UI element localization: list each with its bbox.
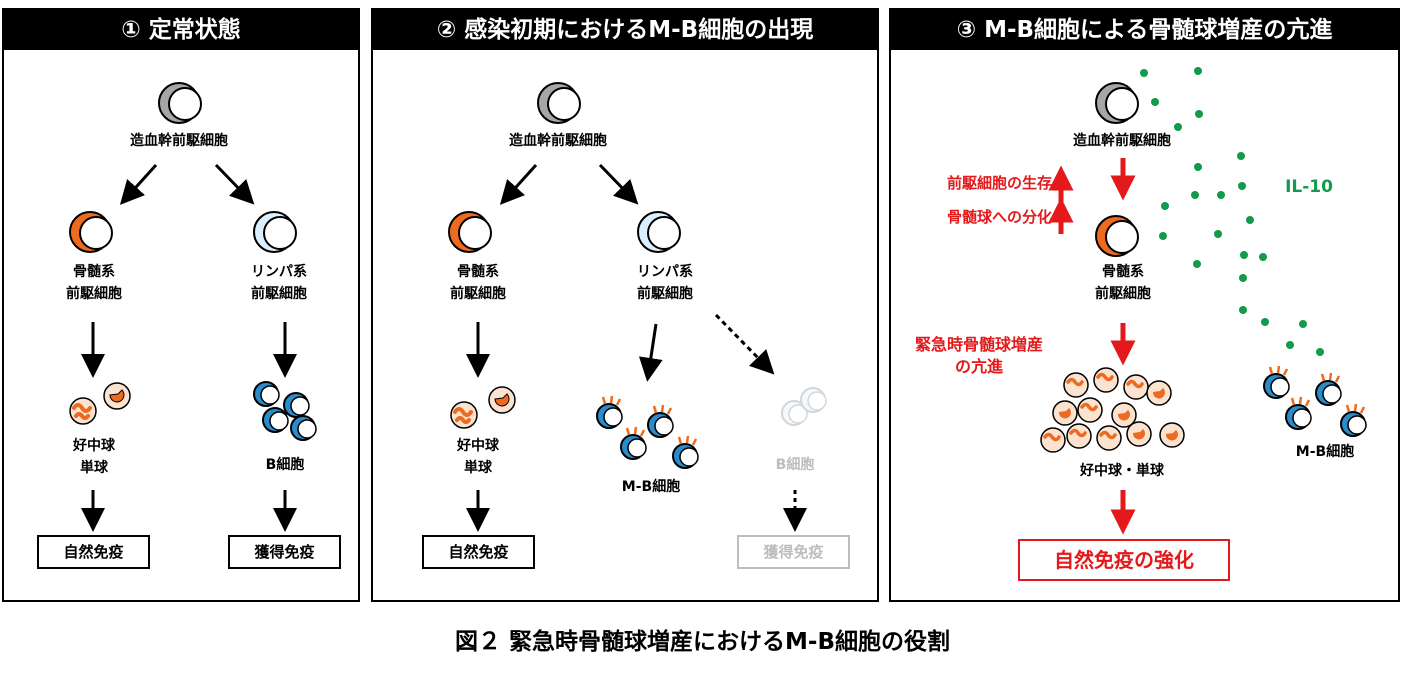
- neutrophil-icon: [69, 397, 97, 425]
- panel-early-infection: ② 感染初期におけるM-B細胞の出現: [371, 8, 879, 602]
- arrow-icon: [598, 163, 639, 205]
- acquired-immunity-box: 獲得免疫: [737, 535, 850, 569]
- hsc-label: 造血幹前駆細胞: [509, 133, 607, 149]
- hsc-label: 造血幹前駆細胞: [130, 133, 228, 149]
- mb-cell-label: M-B細胞: [621, 479, 681, 495]
- faded-bcell-icon: [781, 387, 827, 426]
- figure-caption: 図２ 緊急時骨髄球増産におけるM-B細胞の役割: [455, 629, 950, 655]
- differentiation-label: 骨髄球への分化: [946, 208, 1052, 226]
- bcell-label: B細胞: [265, 457, 305, 473]
- arrow-icon: [214, 163, 255, 205]
- mb-cell-cluster-icon: [596, 395, 699, 469]
- myeloid-progenitor-icon: [448, 211, 492, 253]
- myeloid-progenitor-icon: [1095, 215, 1139, 257]
- lymphoid-label-1: リンパ系: [637, 264, 693, 280]
- panel-title: ① 定常状態: [4, 10, 358, 50]
- early-infection-diagram: [448, 82, 827, 532]
- bcell-cluster-icon: [253, 381, 317, 441]
- panel-steady-state: ① 定常状態: [2, 8, 360, 602]
- granulocyte-label-1: 好中球: [73, 438, 115, 454]
- mb-cell-label: M-B細胞: [1295, 444, 1355, 460]
- myeloid-label-1: 骨髄系: [457, 264, 499, 280]
- emergency-label-1: 緊急時骨髄球増産: [914, 335, 1043, 354]
- myeloid-label-2: 前駆細胞: [1095, 286, 1151, 302]
- granulocyte-label-2: 単球: [80, 460, 108, 476]
- mb-enhancement-diagram: [1040, 67, 1367, 535]
- hsc-cell-icon: [1095, 82, 1139, 124]
- myeloid-label-1: 骨髄系: [73, 264, 115, 280]
- hsc-cell-icon: [158, 82, 202, 124]
- mb-cell-cluster-icon: [1263, 365, 1367, 437]
- lymphoid-label-2: 前駆細胞: [637, 286, 693, 302]
- myeloid-label-1: 骨髄系: [1102, 264, 1144, 280]
- lymphoid-label-2: 前駆細胞: [251, 286, 307, 302]
- emergency-label-2: の亢進: [954, 357, 1003, 376]
- innate-immunity-box: 自然免疫: [422, 535, 535, 569]
- lymphoid-label-1: リンパ系: [251, 264, 307, 280]
- lymphoid-progenitor-icon: [637, 211, 681, 253]
- granulocyte-label: 好中球・単球: [1080, 463, 1164, 479]
- bcell-label: B細胞: [775, 457, 815, 473]
- panel-title: ② 感染初期におけるM-B細胞の出現: [373, 10, 877, 50]
- panel-mb-enhancement: ③ M-B細胞による骨髄球増産の亢進: [889, 8, 1400, 602]
- innate-immunity-box: 自然免疫: [37, 535, 150, 569]
- il10-dots: [1140, 67, 1324, 356]
- myeloid-label-2: 前駆細胞: [450, 286, 506, 302]
- panel-title: ③ M-B細胞による骨髄球増産の亢進: [891, 10, 1398, 50]
- arrow-icon: [638, 323, 663, 382]
- enhanced-innate-immunity-box: 自然免疫の強化: [1018, 539, 1230, 581]
- hsc-label: 造血幹前駆細胞: [1073, 133, 1171, 149]
- survival-label: 前駆細胞の生存: [946, 174, 1052, 192]
- neutrophil-icon: [450, 401, 478, 429]
- il10-label: IL-10: [1285, 177, 1333, 197]
- acquired-immunity-box: 獲得免疫: [228, 535, 341, 569]
- granulocyte-cluster-icon: [1040, 367, 1185, 453]
- lymphoid-progenitor-icon: [253, 211, 297, 253]
- myeloid-label-2: 前駆細胞: [66, 286, 122, 302]
- arrow-icon: [119, 163, 158, 205]
- dashed-arrow-icon: [714, 313, 775, 375]
- arrow-icon: [499, 163, 538, 205]
- monocyte-icon: [488, 386, 516, 414]
- granulocyte-label-2: 単球: [464, 460, 492, 476]
- myeloid-progenitor-icon: [69, 211, 113, 253]
- monocyte-icon: [103, 382, 131, 410]
- hsc-cell-icon: [537, 82, 581, 124]
- steady-state-diagram: [69, 82, 317, 532]
- granulocyte-label-1: 好中球: [457, 438, 499, 454]
